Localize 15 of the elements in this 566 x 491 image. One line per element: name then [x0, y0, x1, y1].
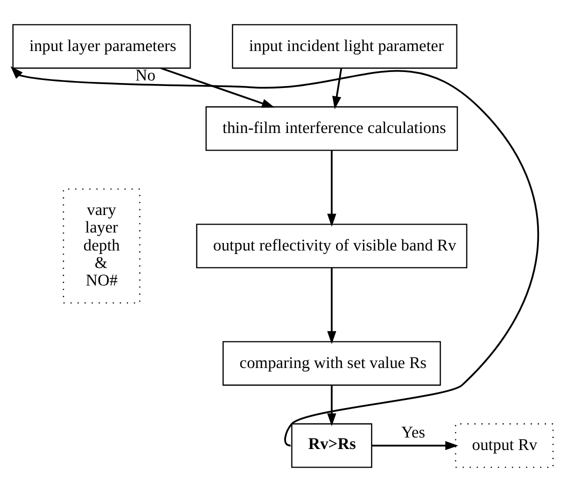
node-box: vary layer depth & NO#: [62, 188, 140, 304]
arrow: [327, 384, 336, 426]
arrow: [327, 267, 336, 344]
arrow: [332, 68, 342, 109]
node-box: comparing with set value Rs: [222, 340, 441, 386]
edge-label: Yes: [401, 422, 426, 442]
node-box: thin-film interference calculations: [206, 106, 458, 150]
node-box: Rv>Rs: [291, 422, 372, 468]
node-box: output Rv: [455, 422, 554, 468]
node-box: output reflectivity of visible band Rv: [196, 223, 468, 268]
arrow: [372, 440, 458, 450]
arrow: [160, 66, 275, 108]
node-box: input incident light parameter: [232, 24, 458, 68]
arrow: [327, 150, 336, 226]
node-box: input layer parameters: [12, 24, 191, 68]
